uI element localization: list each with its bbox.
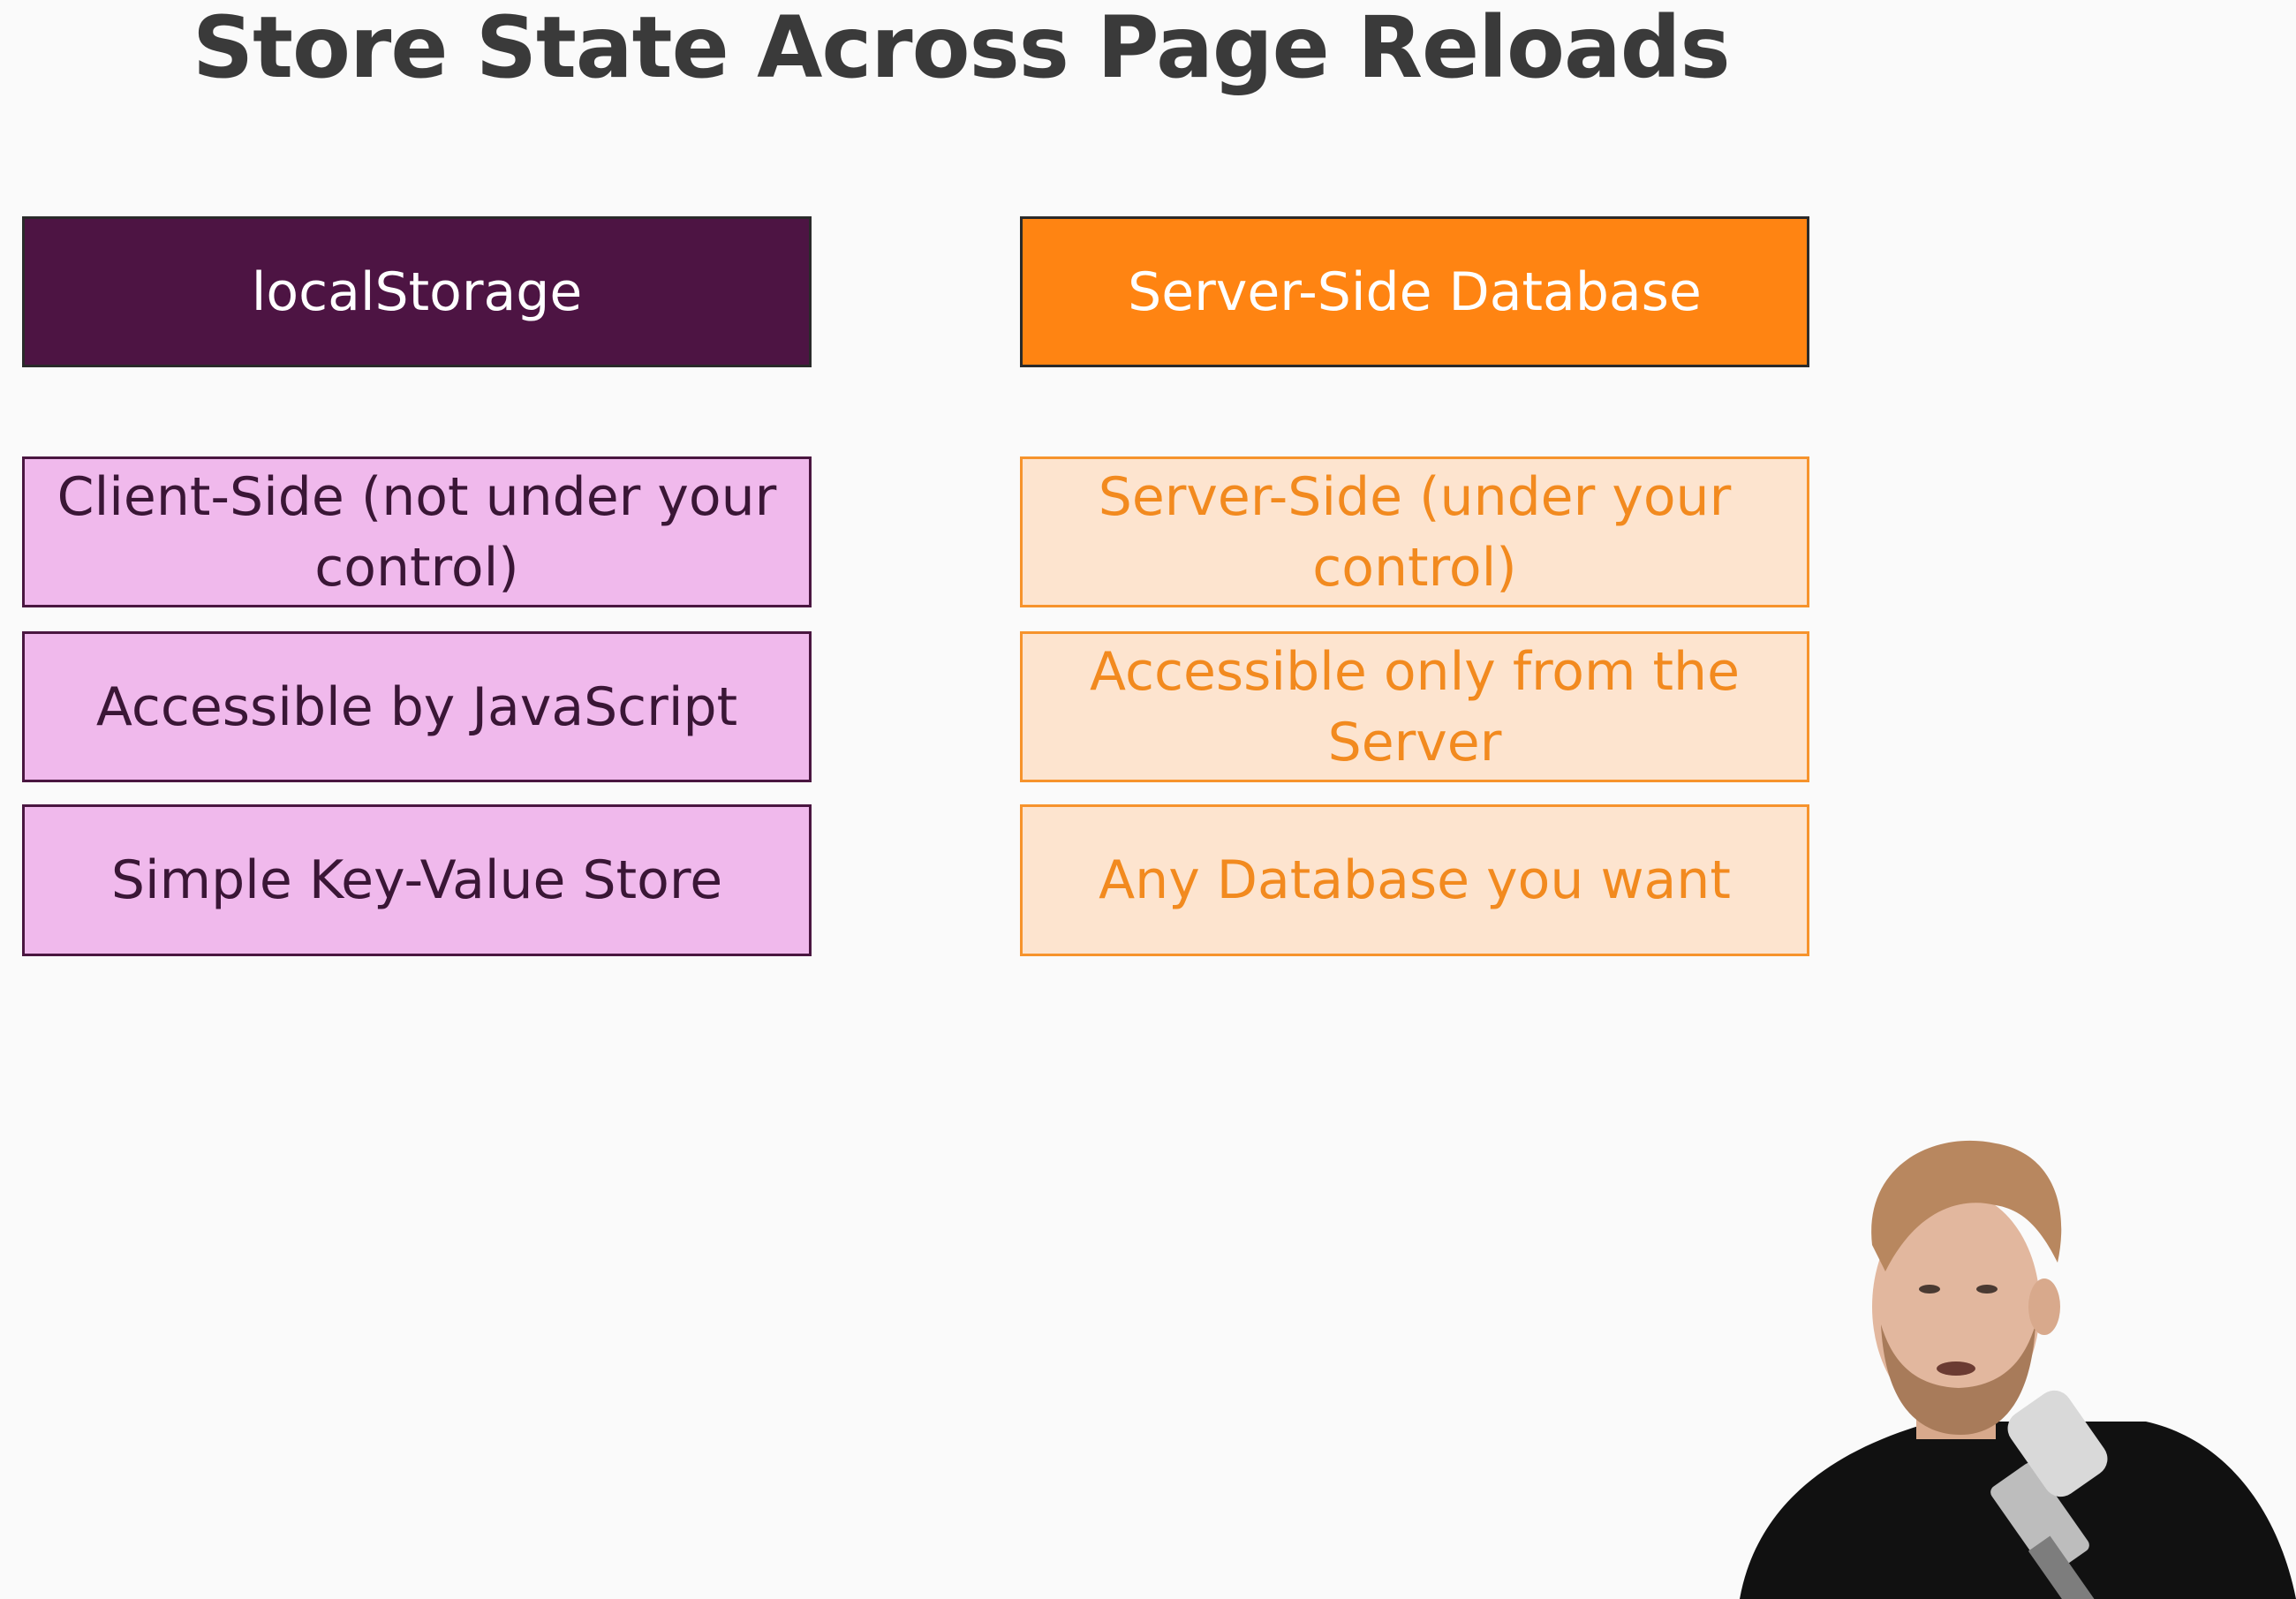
right-item-label: Any Database you want [1099, 849, 1731, 911]
right-item-label: Accessible only from the Server [1090, 640, 1740, 773]
right-item-label: Server-Side (under your control) [1098, 465, 1732, 599]
left-item-label: Simple Key-Value Store [110, 849, 723, 911]
right-item-accessible-from-server: Accessible only from the Server [1020, 631, 1809, 782]
presenter-image [1740, 1140, 2296, 1599]
right-item-server-side: Server-Side (under your control) [1020, 456, 1809, 607]
localstorage-header: localStorage [22, 216, 812, 367]
slide-title: Store State Across Page Reloads [193, 0, 1731, 97]
left-item-accessible-by-javascript: Accessible by JavaScript [22, 631, 812, 782]
right-item-any-database: Any Database you want [1020, 804, 1809, 956]
left-item-key-value-store: Simple Key-Value Store [22, 804, 812, 956]
presenter-webcam [1731, 1130, 2296, 1599]
left-item-label: Accessible by JavaScript [95, 675, 738, 738]
left-item-label: Client-Side (not under your control) [57, 465, 777, 599]
server-side-database-header-label: Server-Side Database [1128, 260, 1702, 323]
localstorage-header-label: localStorage [251, 260, 583, 323]
left-item-client-side: Client-Side (not under your control) [22, 456, 812, 607]
server-side-database-header: Server-Side Database [1020, 216, 1809, 367]
